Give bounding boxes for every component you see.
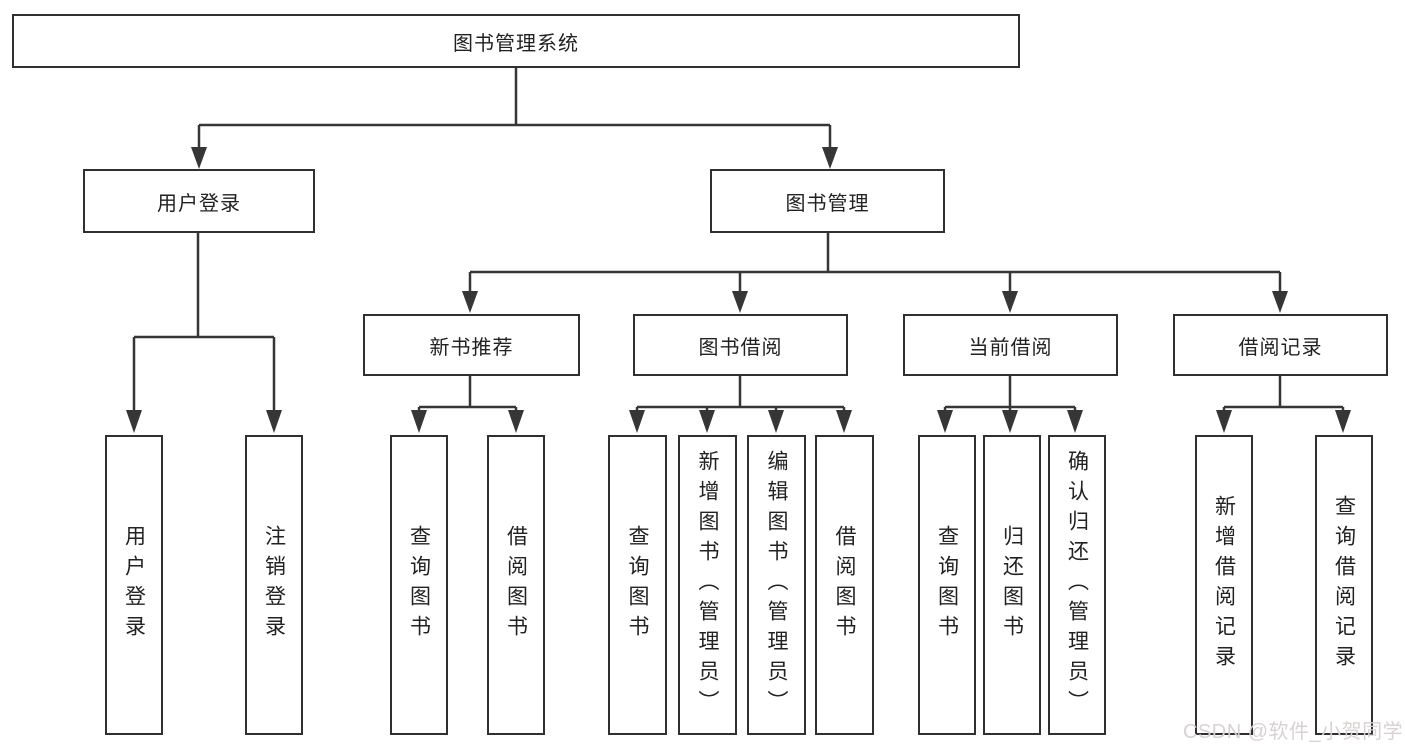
- node-user-login-label: 用户登录: [157, 192, 241, 215]
- leaf-confirm-return-admin-label: 确认归还（管理员）: [1065, 450, 1089, 720]
- node-root-label: 图书管理系统: [453, 32, 579, 55]
- leaf-recommend-query-books-label: 查询图书: [407, 525, 431, 645]
- leaf-borrow-query-books-label: 查询图书: [626, 525, 649, 645]
- leaf-add-books-admin-label: 新增图书（管理员）: [696, 450, 719, 720]
- node-borrow-record: 借阅记录: [1173, 314, 1388, 376]
- leaf-user-login: 用户登录: [105, 435, 163, 735]
- leaf-add-borrow-record: 新增借阅记录: [1195, 435, 1253, 735]
- leaf-user-login-label: 用户登录: [122, 525, 146, 645]
- leaf-logout: 注销登录: [245, 435, 303, 735]
- leaf-add-books-admin: 新增图书（管理员）: [678, 435, 737, 735]
- leaf-recommend-borrow-books: 借阅图书: [487, 435, 545, 735]
- leaf-add-borrow-record-label: 新增借阅记录: [1212, 495, 1236, 675]
- leaf-query-borrow-record-label: 查询借阅记录: [1332, 495, 1356, 675]
- node-new-book-recommend-label: 新书推荐: [429, 336, 514, 359]
- node-root: 图书管理系统: [12, 14, 1020, 68]
- node-book-management-label: 图书管理: [785, 192, 870, 215]
- csdn-watermark: CSDN @软件_小贺同学: [1183, 721, 1404, 743]
- node-book-management: 图书管理: [710, 169, 945, 233]
- leaf-current-query-books-label: 查询图书: [935, 525, 959, 645]
- node-user-login: 用户登录: [83, 169, 315, 233]
- leaf-confirm-return-admin: 确认归还（管理员）: [1048, 435, 1106, 735]
- node-new-book-recommend: 新书推荐: [363, 314, 580, 376]
- leaf-return-books: 归还图书: [983, 435, 1041, 735]
- node-book-borrow: 图书借阅: [633, 314, 848, 376]
- leaf-borrow-books: 借阅图书: [815, 435, 874, 735]
- leaf-query-borrow-record: 查询借阅记录: [1315, 435, 1373, 735]
- leaf-recommend-query-books: 查询图书: [390, 435, 448, 735]
- leaf-edit-books-admin: 编辑图书（管理员）: [747, 435, 806, 735]
- node-current-borrow: 当前借阅: [903, 314, 1118, 376]
- leaf-return-books-label: 归还图书: [1000, 525, 1024, 645]
- node-book-borrow-label: 图书借阅: [698, 336, 783, 359]
- node-borrow-record-label: 借阅记录: [1238, 336, 1323, 359]
- leaf-current-query-books: 查询图书: [918, 435, 976, 735]
- leaf-edit-books-admin-label: 编辑图书（管理员）: [765, 450, 788, 720]
- node-current-borrow-label: 当前借阅: [968, 336, 1053, 359]
- leaf-borrow-query-books: 查询图书: [608, 435, 667, 735]
- leaf-logout-label: 注销登录: [262, 525, 286, 645]
- leaf-recommend-borrow-books-label: 借阅图书: [504, 525, 528, 645]
- leaf-borrow-books-label: 借阅图书: [833, 525, 856, 645]
